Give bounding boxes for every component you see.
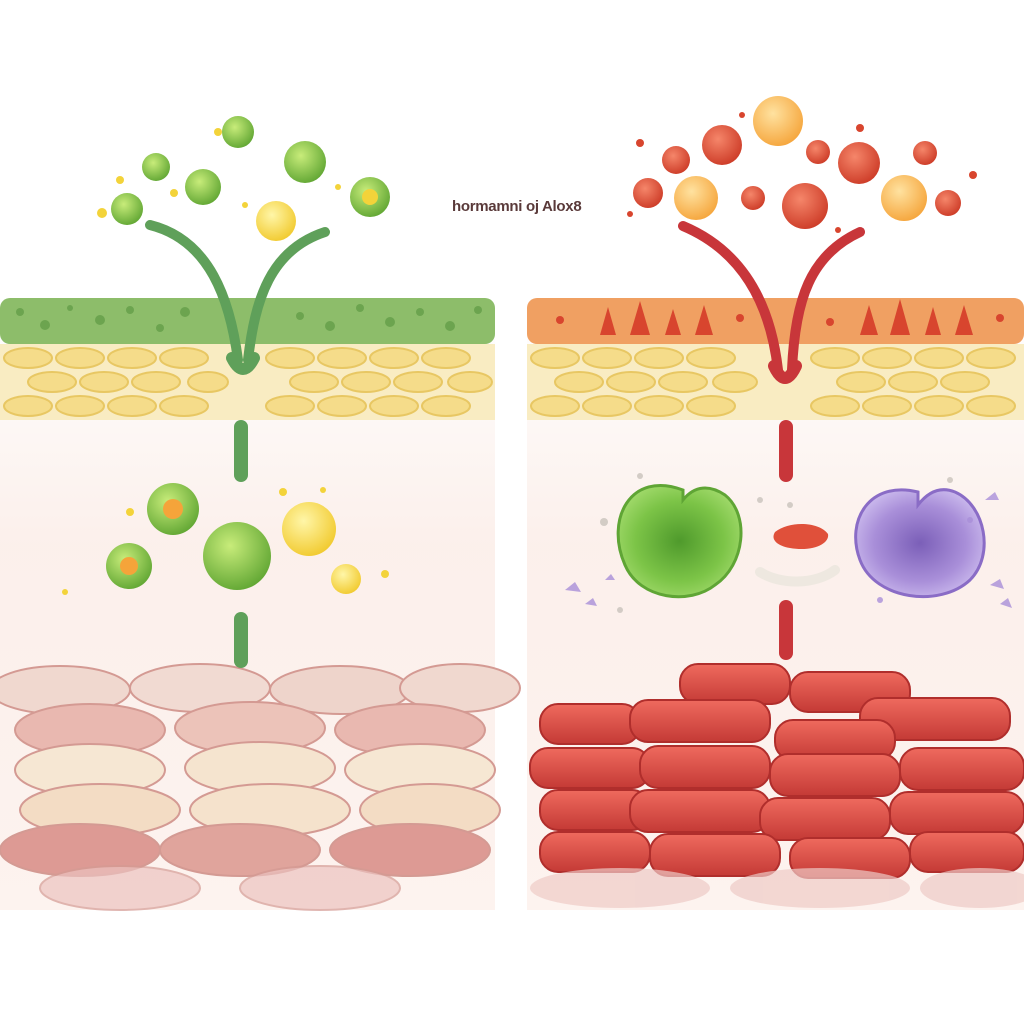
left-panel [0,116,521,911]
left-fat-cells [3,347,493,417]
left-stem-lower [234,420,248,482]
right-middle-cells [565,473,1012,613]
purple-debris [565,492,1012,608]
pale-fragment [755,565,840,587]
red-signal-fragment [773,523,829,550]
left-top-particles [97,116,390,241]
right-stem-lower [779,420,793,482]
right-surface-flares [556,299,1004,335]
right-stem-bottom [779,600,793,660]
left-stem-bottom [234,612,248,668]
left-middle-particles [62,483,389,595]
right-signal-stem [678,221,865,384]
right-panel [527,96,1024,910]
purple-immune-cell [854,488,986,599]
right-muscle-layer [529,663,1024,879]
grey-debris [600,473,953,613]
right-fat-cells [530,347,1016,417]
right-top-particles [627,96,977,233]
left-signal-stem [145,220,330,375]
left-surface-speckles [16,304,482,332]
diagram-caption: hormamni oj Alox8 [452,198,582,215]
left-surface-layer [0,298,495,344]
green-immune-cell [616,483,743,599]
left-muscle-layer [0,663,521,911]
right-muscle-base [530,868,1024,908]
